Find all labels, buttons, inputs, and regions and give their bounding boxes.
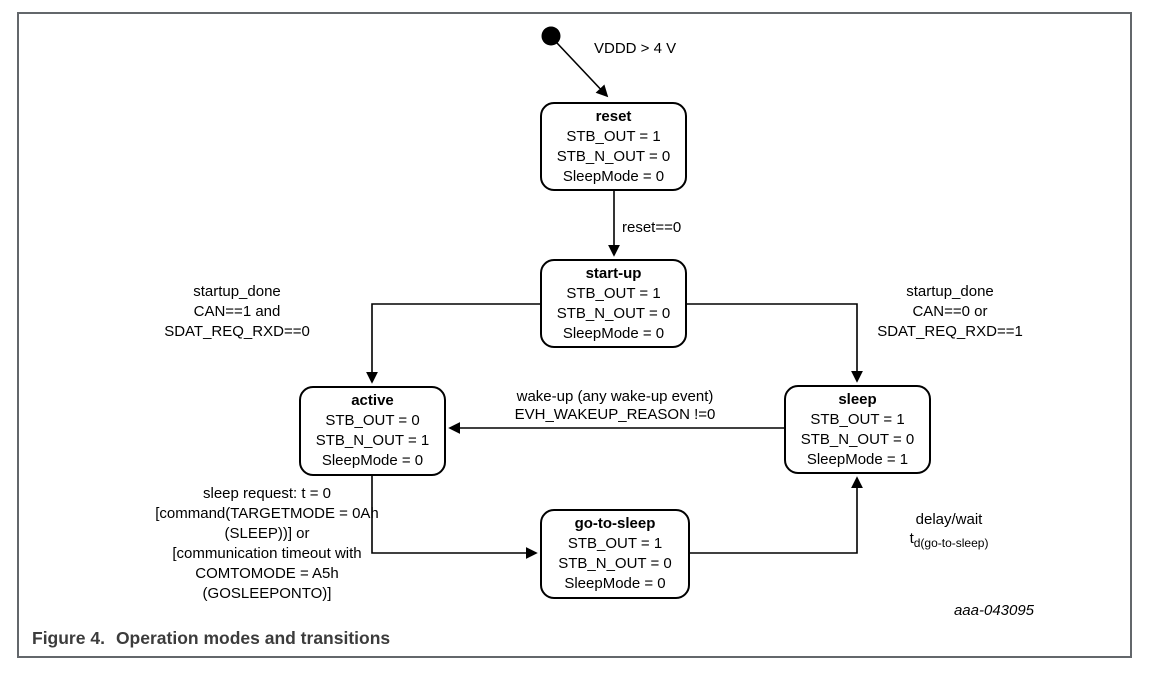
state-active: active STB_OUT = 0 STB_N_OUT = 1 SleepMo… (299, 386, 446, 476)
state-diagram: reset STB_OUT = 1 STB_N_OUT = 0 SleepMod… (19, 14, 1130, 656)
label-line: td(go-to-sleep) (874, 529, 1024, 553)
transition-go-to-sleep-delay-arrow (690, 476, 863, 554)
transition-power-on-arrow (556, 42, 609, 98)
state-reset: reset STB_OUT = 1 STB_N_OUT = 0 SleepMod… (540, 102, 687, 191)
state-active-line: STB_N_OUT = 1 (315, 432, 430, 449)
transition-startup-to-active-arrow (366, 303, 540, 384)
state-sleep: sleep STB_OUT = 1 STB_N_OUT = 0 SleepMod… (784, 385, 931, 474)
state-go-to-sleep: go-to-sleep STB_OUT = 1 STB_N_OUT = 0 Sl… (540, 509, 690, 599)
state-sleep-line: SleepMode = 1 (806, 450, 909, 468)
label-line: EVH_WAKEUP_REASON !=0 (514, 406, 716, 423)
label-line: CAN==0 or (912, 303, 988, 320)
label-line: sleep request: t = 0 (203, 485, 331, 502)
label-line: SDAT_REQ_RXD==1 (877, 323, 1023, 340)
state-sleep-line: STB_N_OUT = 0 (800, 430, 915, 448)
label-line: startup_done (906, 283, 994, 300)
transition-startup-to-sleep-arrow (687, 303, 863, 383)
figure-caption-title: Operation modes and transitions (115, 628, 391, 648)
label-startup-to-sleep-condition: startup_done CAN==0 or SDAT_REQ_RXD==1 (850, 282, 1050, 342)
t-symbol: t (909, 530, 914, 547)
label-sleep-request-condition: sleep request: t = 0 [command(TARGETMODE… (127, 484, 407, 604)
t-subscript: d(go-to-sleep) (913, 536, 989, 550)
wires-layer (366, 26, 863, 559)
label-delay-wait-condition: delay/wait td(go-to-sleep) (874, 510, 1024, 553)
initial-state-dot (541, 26, 561, 46)
state-active-line: SleepMode = 0 (321, 452, 424, 469)
transition-sleep-request-arrow (371, 476, 538, 559)
label-line: [command(TARGETMODE = 0Ah (155, 505, 379, 522)
figure-frame: reset STB_OUT = 1 STB_N_OUT = 0 SleepMod… (17, 12, 1132, 658)
label-startup-to-active-condition: startup_done CAN==1 and SDAT_REQ_RXD==0 (137, 282, 337, 342)
state-sleep-line: STB_OUT = 1 (810, 410, 905, 428)
state-startup: start-up STB_OUT = 1 STB_N_OUT = 0 Sleep… (540, 259, 687, 348)
label-line: SDAT_REQ_RXD==0 (164, 323, 310, 340)
label-line: COMTOMODE = A5h (195, 565, 339, 582)
state-startup-line: STB_N_OUT = 0 (556, 304, 671, 322)
label-line: wake-up (any wake-up event) (516, 388, 714, 405)
state-startup-line: SleepMode = 0 (562, 324, 665, 342)
figure-caption: Figure 4. Operation modes and transitions (32, 628, 390, 649)
state-go-to-sleep-line: STB_OUT = 1 (567, 535, 663, 552)
state-active-title: active (351, 392, 394, 409)
state-reset-title: reset (595, 107, 632, 125)
label-line: (GOSLEEPONTO)] (202, 585, 332, 602)
state-startup-line: STB_OUT = 1 (566, 284, 661, 302)
state-startup-title: start-up (585, 264, 642, 282)
state-go-to-sleep-line: STB_N_OUT = 0 (558, 555, 672, 572)
drawing-id-watermark: aaa-043095 (953, 602, 1035, 619)
label-line: [communication timeout with (172, 545, 362, 562)
state-go-to-sleep-line: SleepMode = 0 (564, 575, 666, 592)
state-active-line: STB_OUT = 0 (325, 412, 420, 429)
label-line: CAN==1 and (193, 303, 281, 320)
label-power-on-condition: VDDD > 4 V (594, 40, 677, 57)
label-line: startup_done (193, 283, 281, 300)
state-reset-line: STB_OUT = 1 (566, 127, 661, 145)
figure-caption-number: Figure 4. (32, 628, 105, 648)
label-line: delay/wait (915, 511, 983, 528)
label-reset-done-condition: reset==0 (622, 219, 682, 236)
state-reset-line: SleepMode = 0 (562, 167, 665, 185)
state-sleep-title: sleep (838, 390, 877, 408)
state-reset-line: STB_N_OUT = 0 (556, 147, 671, 165)
state-go-to-sleep-title: go-to-sleep (574, 515, 656, 532)
label-line: (SLEEP))] or (224, 525, 310, 542)
label-wakeup-condition: wake-up (any wake-up event) EVH_WAKEUP_R… (485, 388, 745, 424)
